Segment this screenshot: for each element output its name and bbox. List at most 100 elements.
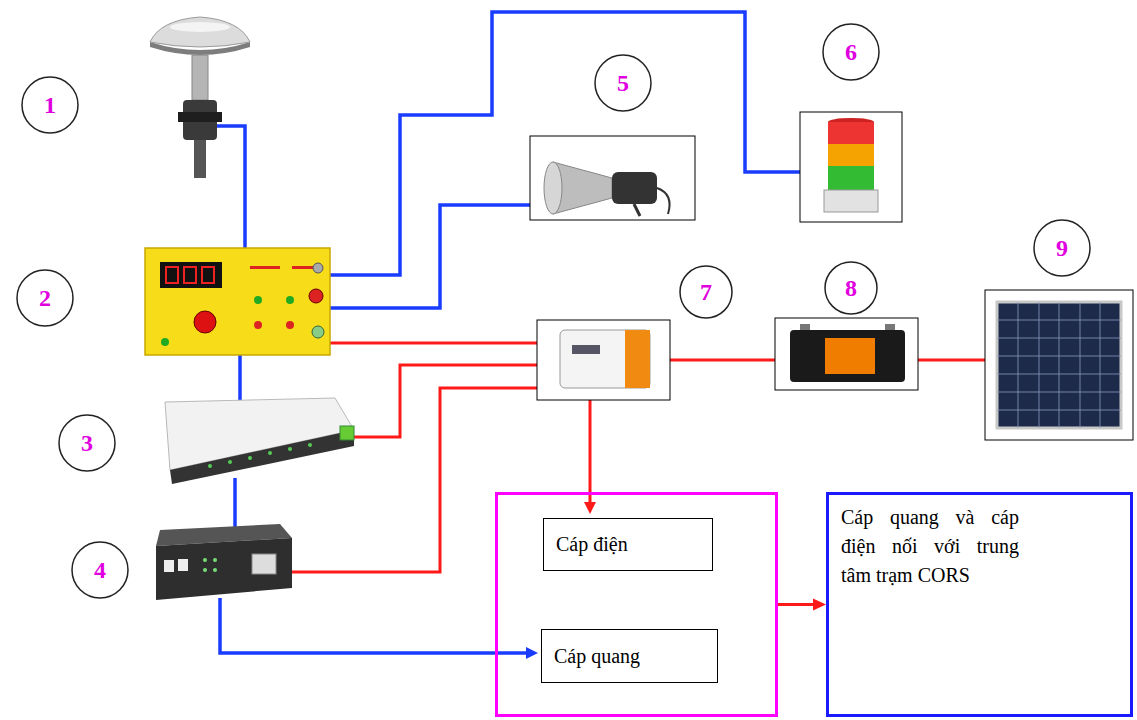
callout-circle [595,55,651,111]
fiber-cable-box: Cáp quang [541,629,718,683]
router [248,456,252,460]
signal-wire [220,598,528,653]
control-box [202,267,214,283]
power-wire [670,359,775,362]
alarm-horn [530,136,695,220]
media-converter [203,558,207,562]
arrow-head [526,647,538,659]
gnss-antenna [194,140,206,178]
power-wire [918,359,985,362]
battery [775,318,918,390]
callout-number: 3 [59,415,115,471]
ups-unit [572,345,600,354]
gnss-antenna [192,55,208,100]
media-converter [213,568,217,572]
gnss-antenna [150,17,250,47]
media-converter [178,559,188,571]
callout-number: 4 [72,542,128,598]
control-box [286,321,294,329]
gnss-antenna [150,17,250,178]
control-box [312,326,324,338]
router [288,447,292,451]
arrow-head [584,502,596,514]
battery [800,324,810,331]
callout-circle [1034,220,1090,276]
ups-unit [560,330,650,388]
gnss-antenna [178,112,222,122]
cors-center-box: Cáp quang và cáp điện nối với trung tâm … [826,492,1133,717]
battery [790,330,905,382]
callout-number: 9 [1034,220,1090,276]
callout-circle [22,77,78,133]
node-text: Cáp quang [554,642,640,671]
tower-light [828,144,874,166]
control-box [184,267,196,283]
ups-unit [537,320,670,400]
alarm-horn [530,136,695,220]
control-box [313,263,323,273]
router [268,451,272,455]
power-wire [354,365,537,437]
control-box [160,262,222,288]
solar-panel [1018,302,1100,428]
ups-unit [537,320,670,400]
router [340,426,354,440]
tower-light [800,112,902,222]
signal-wire [330,12,800,275]
control-box [309,289,323,303]
control-box [286,296,294,304]
control-box [250,266,280,269]
solar-panel [997,320,1121,410]
control-box [254,296,262,304]
signal-wire [214,126,245,248]
power-wire [330,342,537,345]
callout-number: 2 [17,270,73,326]
cable-group-box: Cáp điệnCáp quang [495,492,778,717]
control-box [254,321,262,329]
alarm-horn [612,172,657,204]
gnss-antenna [170,22,230,32]
signal-wire [238,355,242,405]
connector-arrow [778,599,826,611]
router [208,464,212,468]
media-converter [252,554,276,574]
control-box [145,248,330,355]
callout-circle [72,542,128,598]
media-converter [156,524,292,600]
alarm-horn [657,188,670,214]
tower-light [828,166,874,190]
callout-circle [17,24,1090,598]
battery [885,324,895,331]
connector-arrow [813,599,826,611]
router [208,443,312,468]
router [308,443,312,447]
battery [775,318,918,390]
signal-wire [233,478,237,532]
solar-panel [985,290,1133,440]
callout-circle [59,415,115,471]
alarm-horn [544,162,562,214]
tower-light [824,190,878,212]
router [165,398,354,484]
solar-panel [997,302,1121,428]
callout-number: 7 [678,264,734,320]
tower-light [828,122,874,144]
node-text: Cáp quang và cáp điện nối với trung tâm … [841,503,1019,590]
ups-unit [625,330,650,388]
node-text: Cáp điện [556,530,628,559]
router [228,460,232,464]
callout-number: 6 [823,24,879,80]
solar-panel [985,290,1133,440]
control-box [161,338,169,346]
media-converter [164,560,174,572]
media-converter [203,568,207,572]
callout-number: 8 [823,260,879,316]
connector-arrow [778,603,814,606]
power-cable-box: Cáp điện [543,518,713,571]
callout-circle [17,270,73,326]
media-converter [156,538,292,600]
control-box [194,311,216,333]
power-wire [589,400,592,503]
alarm-horn [634,204,640,216]
